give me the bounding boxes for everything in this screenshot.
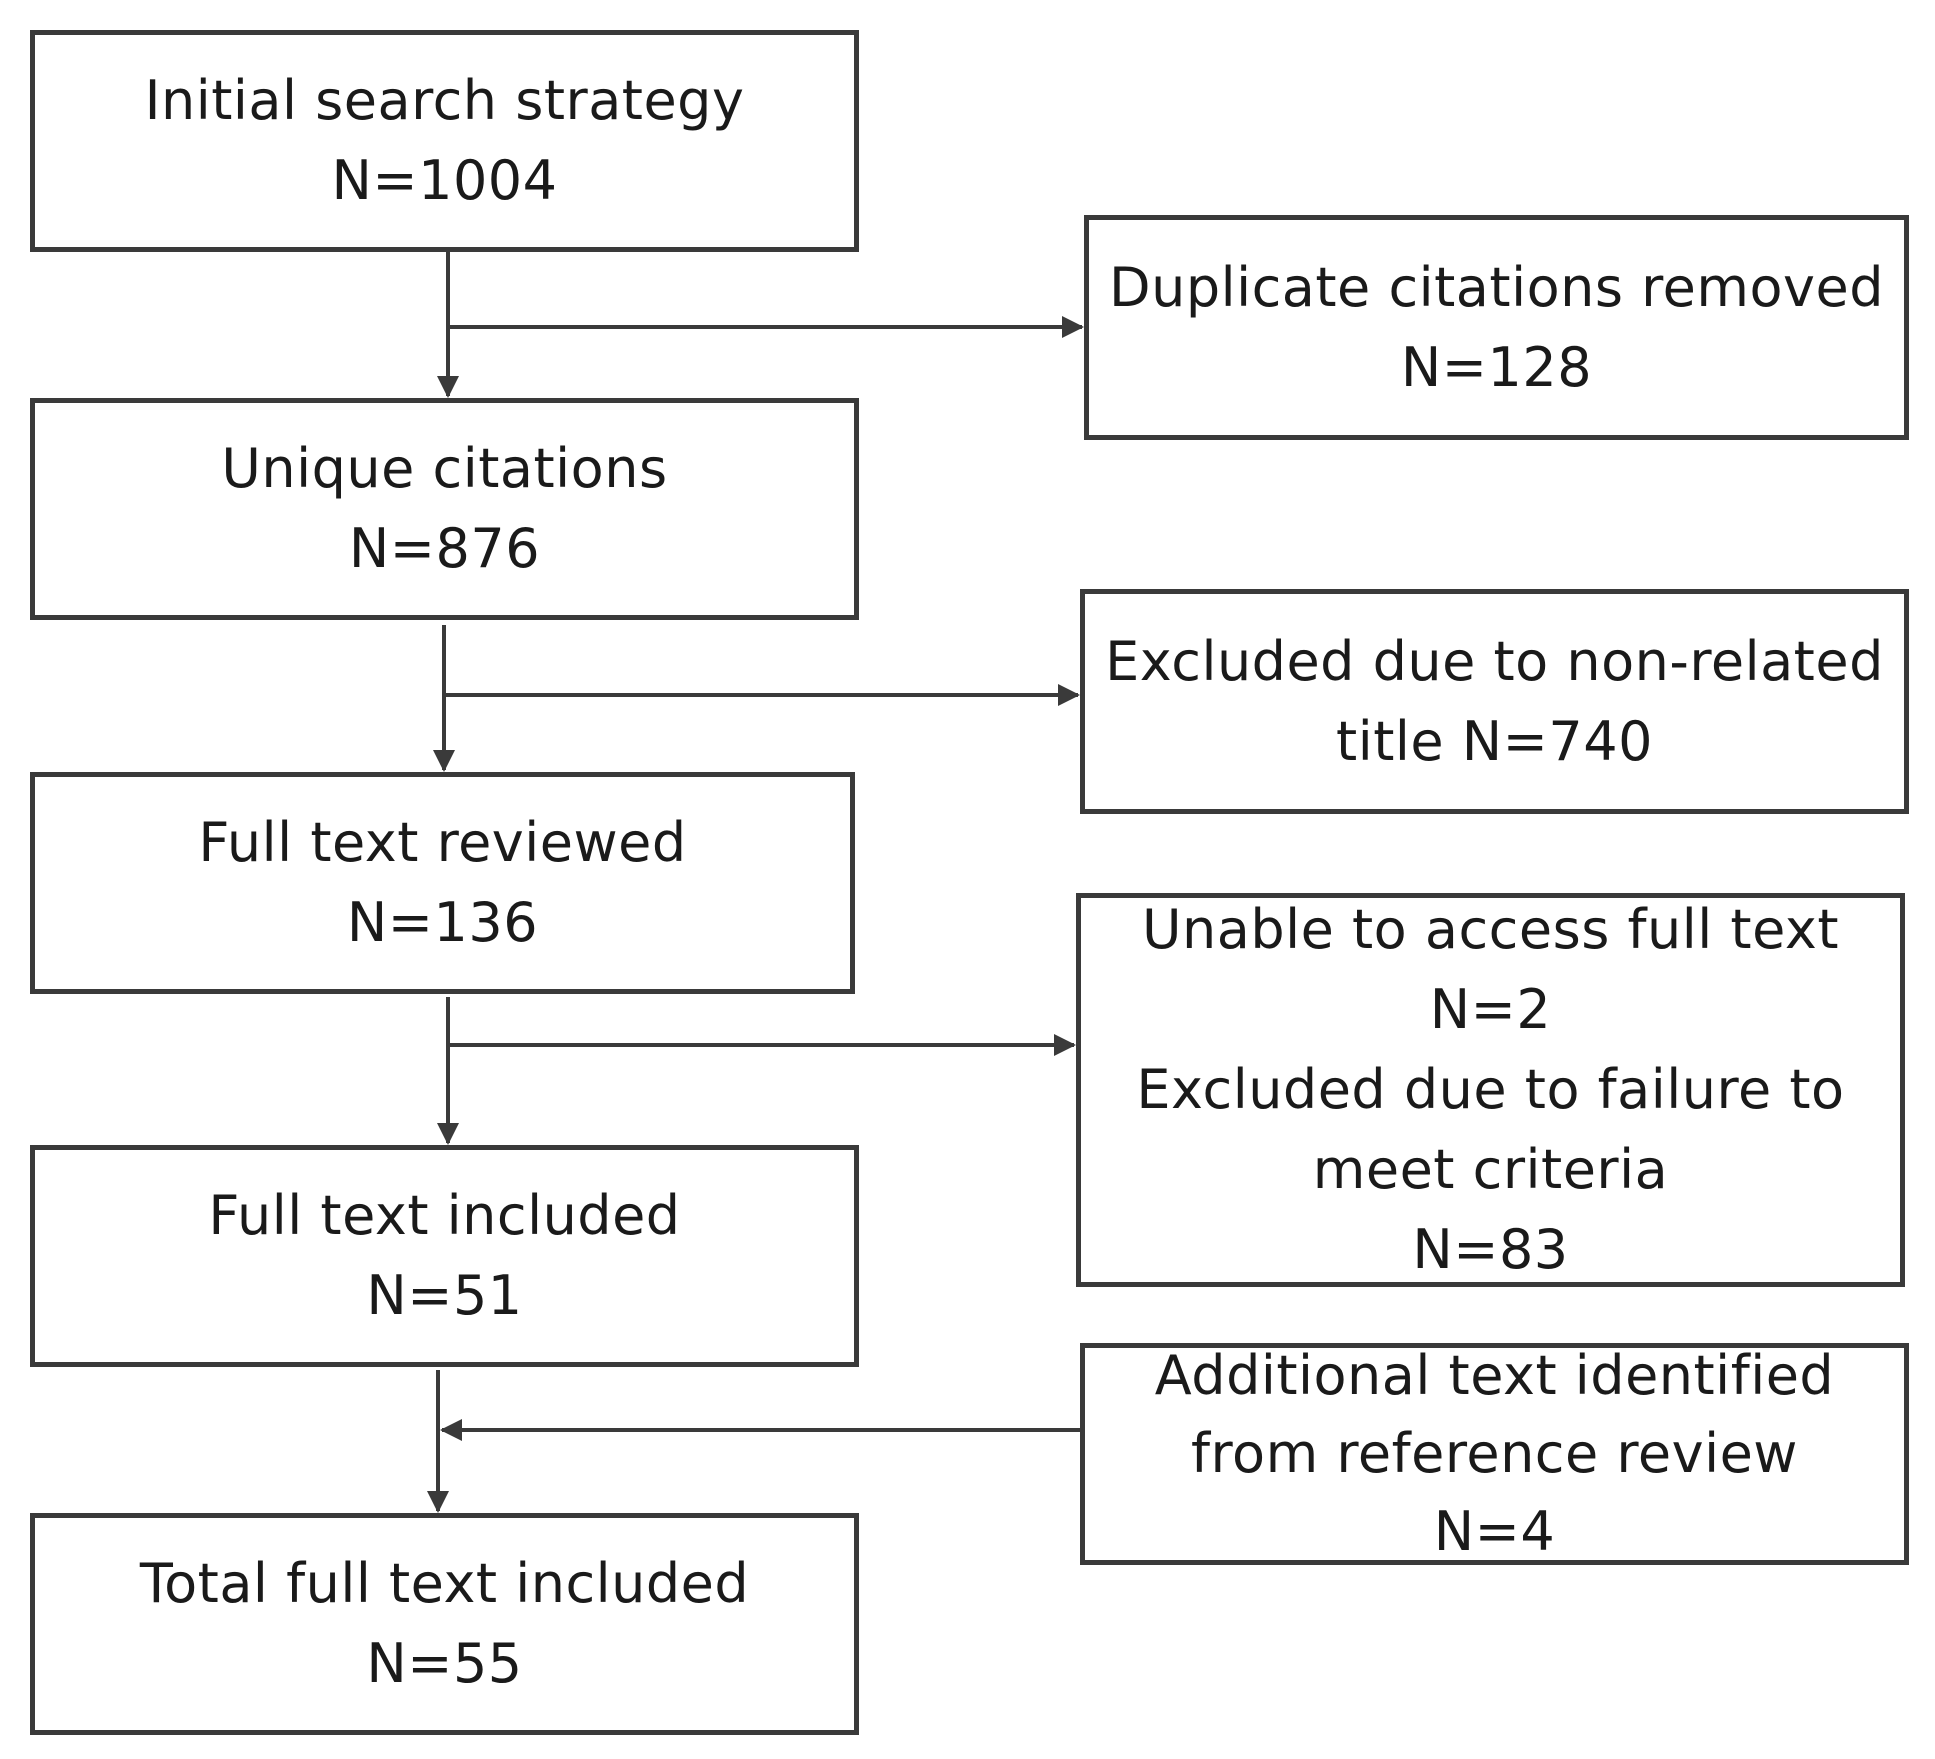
excluded-title-line2: title N=740 [1336, 709, 1653, 773]
total-full-text-label: Total full text included [139, 1552, 750, 1615]
excluded-title-line1: Excluded due to non-related [1105, 629, 1884, 693]
full-text-included-label: Full text included [208, 1184, 681, 1247]
total-full-text-count: N=55 [366, 1632, 523, 1695]
excluded-criteria-count: N=83 [1412, 1218, 1569, 1281]
full-text-included-count: N=51 [366, 1264, 523, 1327]
additional-text-line1: Additional text identified [1154, 1344, 1835, 1407]
excluded-criteria-line1: Excluded due to failure to [1136, 1058, 1845, 1121]
unable-access-label: Unable to access full text [1142, 898, 1839, 961]
excluded-title-box: Excluded due to non-related title N=740 [1080, 589, 1909, 814]
full-text-included-box: Full text included N=51 [30, 1145, 859, 1367]
duplicate-citations-label: Duplicate citations removed [1109, 255, 1884, 319]
additional-text-box: Additional text identified from referenc… [1080, 1343, 1909, 1565]
unique-citations-label: Unique citations [221, 437, 668, 500]
duplicate-citations-count: N=128 [1400, 335, 1593, 399]
unable-excluded-box: Unable to access full text N=2 Excluded … [1076, 893, 1905, 1287]
full-text-reviewed-box: Full text reviewed N=136 [30, 772, 855, 994]
initial-search-box: Initial search strategy N=1004 [30, 30, 859, 252]
total-full-text-box: Total full text included N=55 [30, 1513, 859, 1735]
excluded-criteria-line2: meet criteria [1312, 1138, 1669, 1201]
initial-search-label: Initial search strategy [144, 69, 745, 132]
full-text-reviewed-label: Full text reviewed [198, 811, 687, 874]
unique-citations-box: Unique citations N=876 [30, 398, 859, 620]
additional-text-count: N=4 [1433, 1500, 1556, 1563]
additional-text-line2: from reference review [1191, 1422, 1798, 1485]
unique-citations-count: N=876 [348, 517, 541, 580]
full-text-reviewed-count: N=136 [346, 891, 539, 954]
unable-access-count: N=2 [1429, 978, 1552, 1041]
duplicate-citations-box: Duplicate citations removed N=128 [1084, 215, 1909, 440]
initial-search-count: N=1004 [331, 149, 558, 212]
